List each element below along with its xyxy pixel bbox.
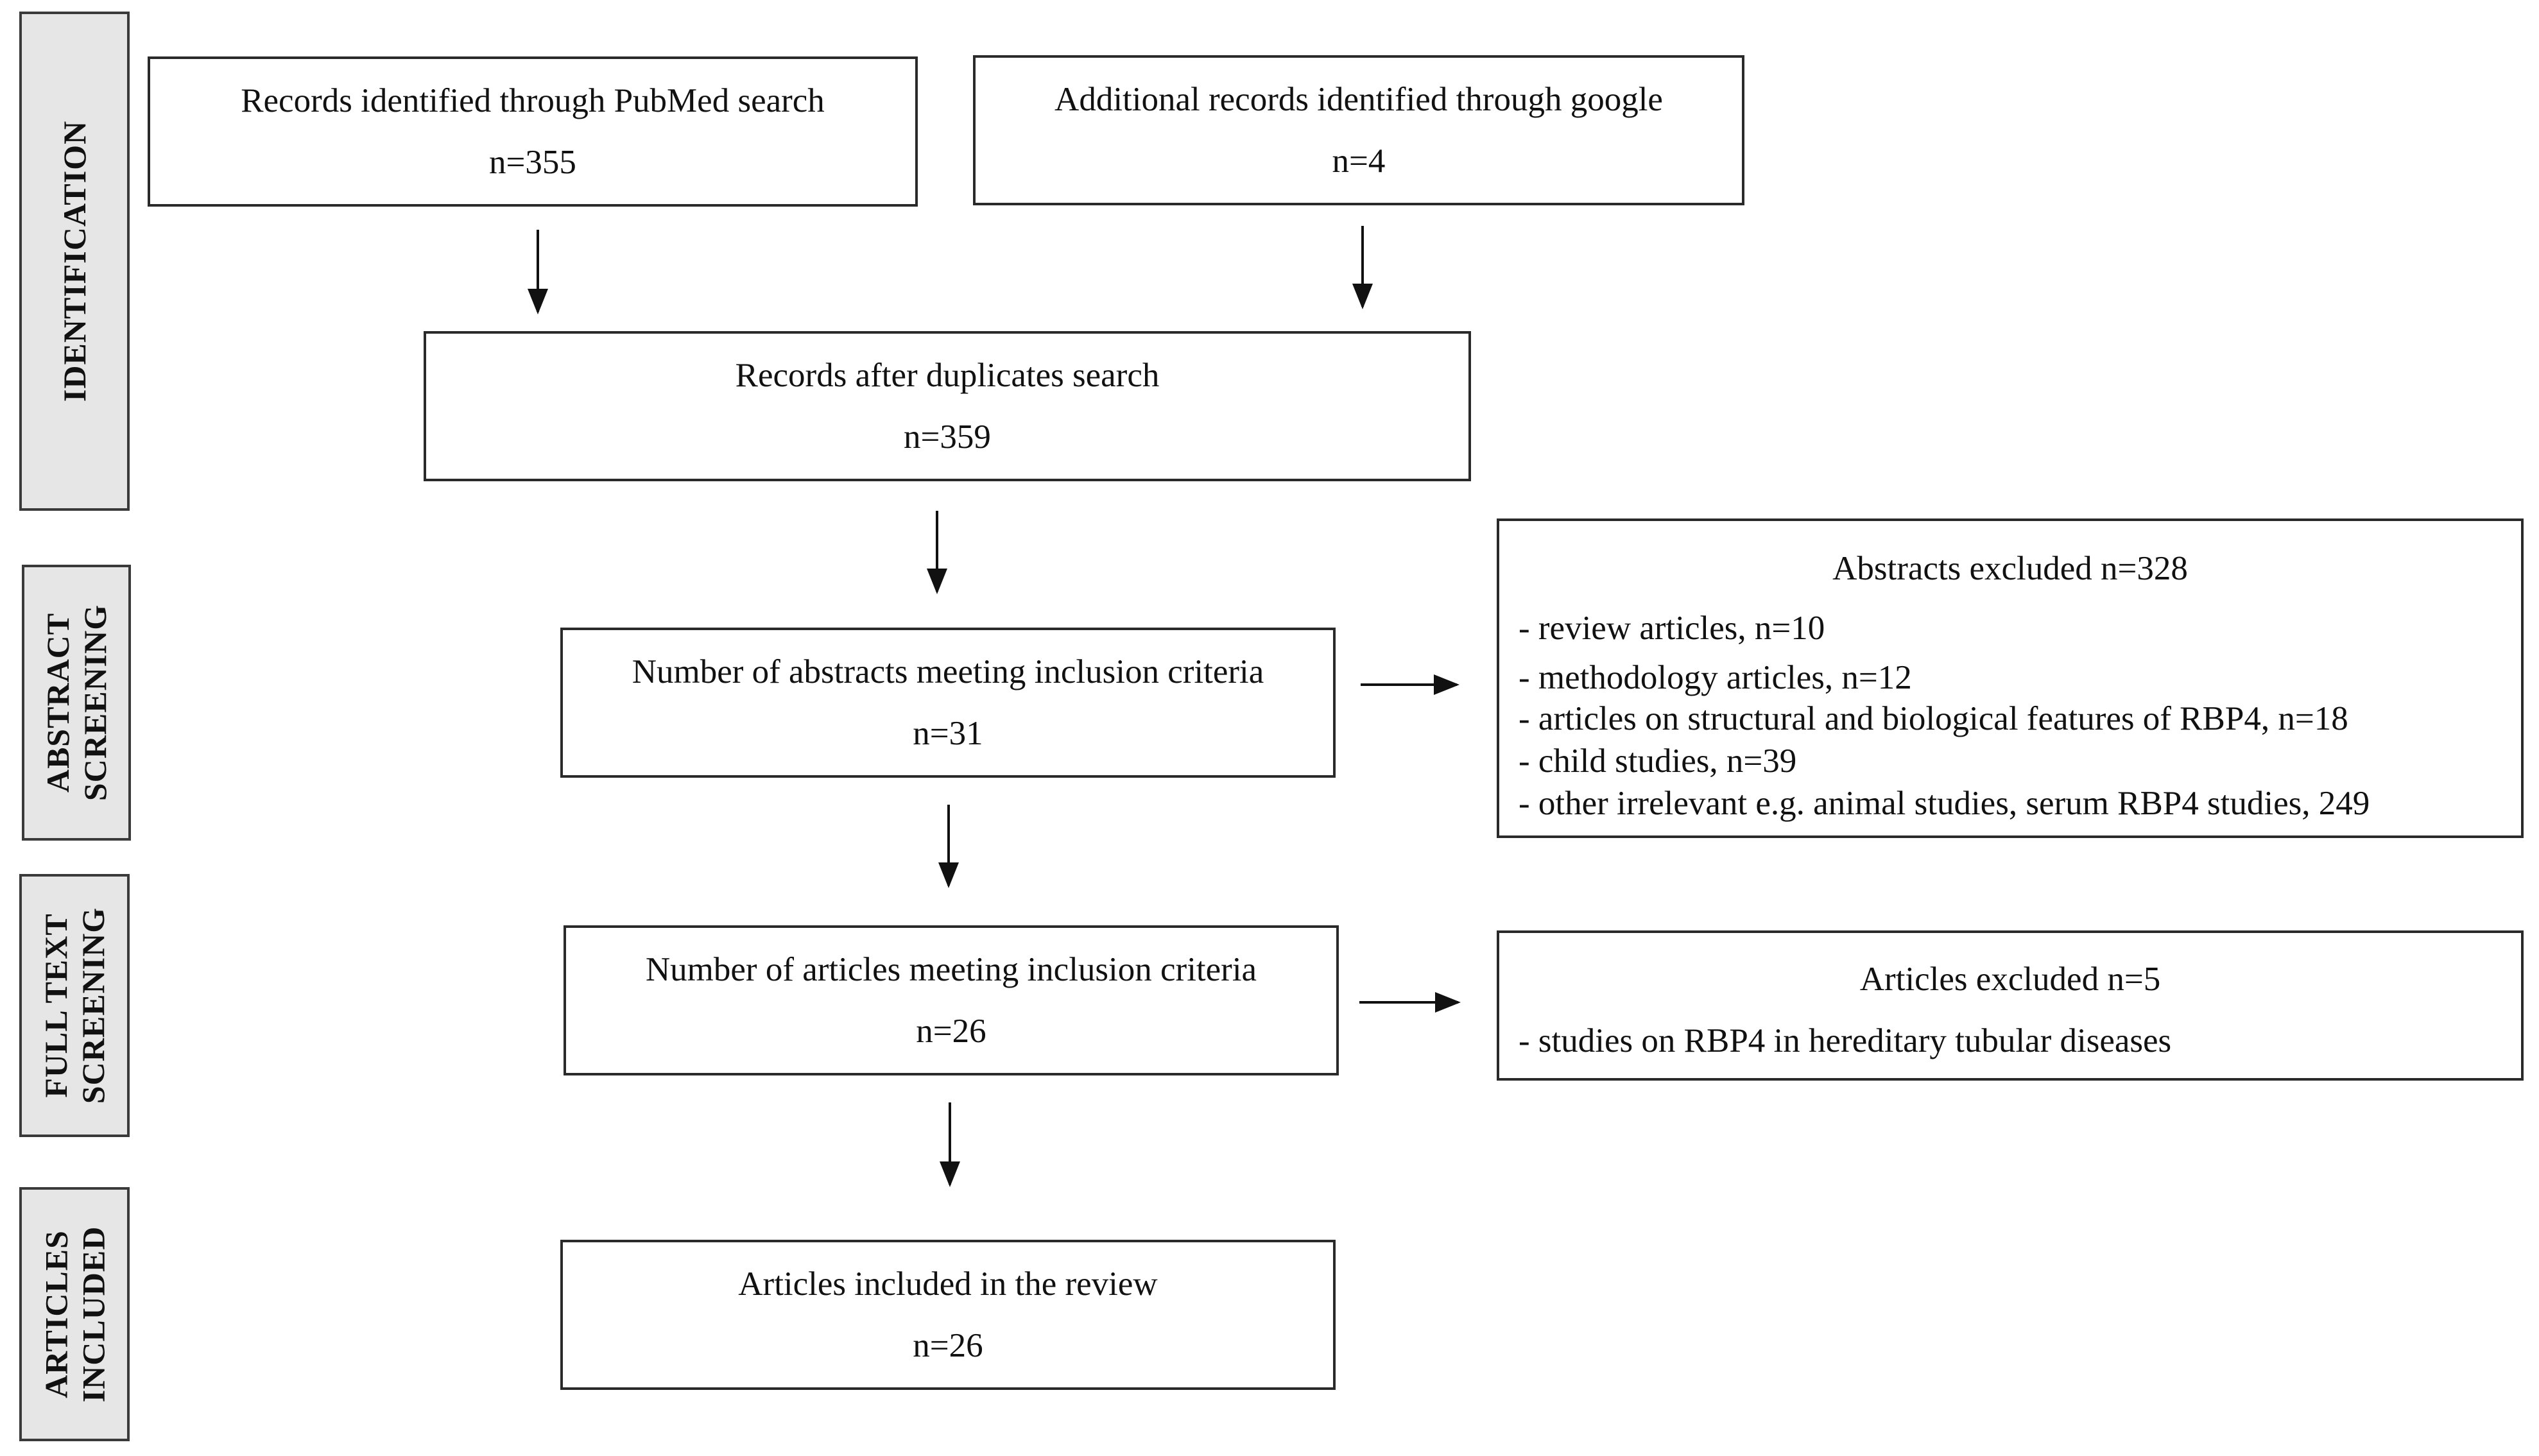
stage-abstract-screening: ABSTRACT SCREENING bbox=[22, 565, 131, 841]
articles-included-count: n=26 bbox=[913, 1327, 983, 1364]
articles-excluded-box: Articles excluded n=5 - studies on RBP4 … bbox=[1497, 930, 2524, 1081]
abstracts-excluded-box: Abstracts excluded n=328 - review articl… bbox=[1497, 518, 2524, 838]
pubmed-records-title: Records identified through PubMed search bbox=[241, 82, 825, 119]
abstracts-excluded-item: - methodology articles, n=12 bbox=[1519, 659, 1912, 696]
abstracts-meeting-criteria-title: Number of abstracts meeting inclusion cr… bbox=[632, 653, 1264, 690]
articles-meeting-criteria-box: Number of articles meeting inclusion cri… bbox=[564, 925, 1339, 1075]
articles-included-box: Articles included in the review n=26 bbox=[560, 1240, 1336, 1390]
pubmed-records-box: Records identified through PubMed search… bbox=[148, 56, 918, 207]
abstracts-excluded-item: - articles on structural and biological … bbox=[1519, 700, 2348, 737]
articles-excluded-item: - studies on RBP4 in hereditary tubular … bbox=[1519, 1022, 2172, 1059]
stage-identification: IDENTIFICATION bbox=[19, 12, 130, 511]
pubmed-records-count: n=355 bbox=[489, 144, 576, 181]
after-duplicates-count: n=359 bbox=[904, 418, 991, 456]
articles-included-title: Articles included in the review bbox=[738, 1265, 1158, 1303]
abstracts-excluded-item: - review articles, n=10 bbox=[1519, 610, 1825, 647]
articles-meeting-criteria-title: Number of articles meeting inclusion cri… bbox=[645, 951, 1257, 988]
abstracts-excluded-item: - child studies, n=39 bbox=[1519, 742, 1797, 780]
stage-articles-included: ARTICLES INCLUDED bbox=[19, 1187, 130, 1441]
google-records-box: Additional records identified through go… bbox=[973, 55, 1744, 205]
after-duplicates-title: Records after duplicates search bbox=[735, 357, 1160, 394]
abstracts-meeting-criteria-count: n=31 bbox=[913, 715, 983, 752]
articles-excluded-title: Articles excluded n=5 bbox=[1859, 961, 2161, 998]
google-records-count: n=4 bbox=[1332, 142, 1386, 180]
stage-full-text-screening: FULL TEXT SCREENING bbox=[19, 874, 130, 1137]
articles-meeting-criteria-count: n=26 bbox=[916, 1013, 986, 1050]
abstracts-excluded-item: - other irrelevant e.g. animal studies, … bbox=[1519, 785, 2370, 822]
abstracts-excluded-title: Abstracts excluded n=328 bbox=[1832, 550, 2188, 587]
abstracts-meeting-criteria-box: Number of abstracts meeting inclusion cr… bbox=[560, 628, 1336, 778]
google-records-title: Additional records identified through go… bbox=[1054, 81, 1663, 118]
after-duplicates-box: Records after duplicates search n=359 bbox=[424, 331, 1471, 481]
